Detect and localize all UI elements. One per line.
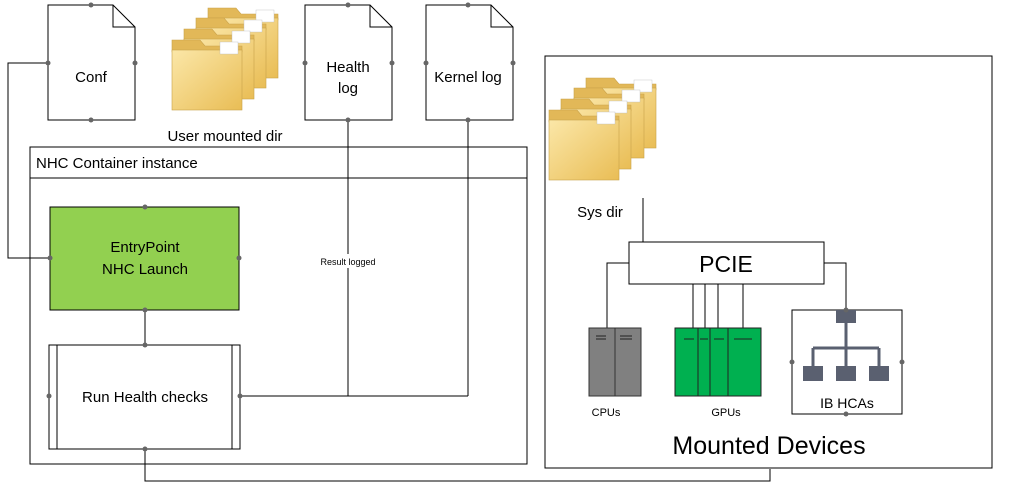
pcie-to-cpus-line — [606, 262, 629, 328]
folder-stack-icon — [171, 7, 279, 111]
health-log-file: Health log — [304, 4, 393, 121]
entrypoint-box: EntryPoint NHC Launch — [49, 206, 240, 311]
conf-to-entrypoint-line — [7, 62, 48, 259]
gpu-fill — [674, 327, 762, 397]
mounted-devices-title: Mounted Devices — [672, 432, 865, 460]
run-checks-label: Run Health checks — [82, 389, 208, 406]
net-node — [836, 366, 856, 381]
user-mounted-label: User mounted dir — [167, 128, 282, 145]
gpus-device: GPUs — [674, 327, 762, 419]
container-title: NHC Container instance — [36, 155, 198, 172]
file-icon — [425, 4, 514, 121]
result-logged-label: Result logged — [320, 257, 375, 267]
cpus-device: CPUs — [588, 327, 642, 419]
file-icon — [47, 4, 136, 121]
ib-hcas-device: IB HCAs — [791, 309, 903, 415]
folder-stack-icon — [548, 77, 657, 181]
file-icon — [304, 4, 393, 121]
nhc-container: NHC Container instance EntryPoint NHC La… — [29, 146, 528, 465]
entrypoint-label-line2: NHC Launch — [102, 261, 188, 278]
kernel-log-file: Kernel log — [425, 4, 514, 121]
runchecks-to-devices-line — [144, 449, 771, 482]
run-health-checks-box: Run Health checks — [48, 344, 241, 450]
sys-dir-label: Sys dir — [577, 204, 623, 221]
user-mounted-folder: User mounted dir — [167, 7, 283, 145]
connector-lines — [7, 62, 847, 482]
net-node — [836, 310, 856, 323]
network-hierarchy-icon — [803, 310, 889, 381]
gpu-icon — [674, 327, 762, 397]
entrypoint-label-line1: EntryPoint — [110, 239, 180, 256]
cpus-label: CPUs — [592, 407, 621, 419]
connection-handles — [45, 2, 905, 452]
cpu-icon — [588, 327, 642, 397]
pcie-label: PCIE — [699, 251, 753, 277]
mounted-devices-panel: Sys dir PCIE CPUs — [544, 55, 993, 469]
gpus-label: GPUs — [711, 407, 741, 419]
net-node — [803, 366, 823, 381]
kernel-log-label: Kernel log — [434, 69, 502, 86]
pcie-box: PCIE — [628, 241, 825, 285]
sys-dir-folder: Sys dir — [548, 77, 657, 221]
health-log-label-line1: Health — [326, 59, 369, 76]
health-log-label-line2: log — [338, 80, 358, 97]
net-node — [869, 366, 889, 381]
entrypoint-fill — [49, 206, 240, 311]
ib-hcas-label: IB HCAs — [820, 395, 874, 411]
conf-file: Conf — [47, 4, 136, 121]
conf-label: Conf — [75, 69, 108, 86]
pcie-to-ib-line — [824, 262, 847, 310]
